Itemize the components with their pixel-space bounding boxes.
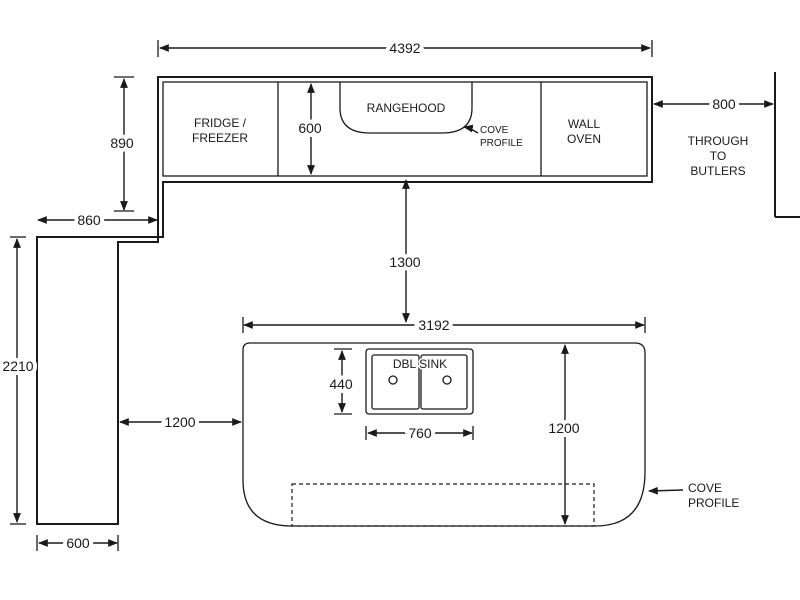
dim-cabinet-height: 600 — [298, 120, 322, 136]
dim-island-depth: 1200 — [548, 420, 579, 436]
cove-leader-rangehood — [463, 124, 479, 134]
sink-outer — [365, 348, 474, 415]
label-wall-oven-line2: OVEN — [567, 132, 601, 146]
dim-island-width: 3192 — [418, 317, 449, 333]
note-through-line3: BUTLERS — [690, 164, 745, 178]
sink-bowl-right — [420, 354, 468, 410]
island-overhang-dashed — [291, 483, 595, 527]
dim-passage: 800 — [712, 96, 736, 112]
dim-side-run-depth: 600 — [66, 535, 90, 551]
label-fridge-line2: FREEZER — [192, 131, 248, 145]
dim-return-width: 860 — [77, 212, 101, 228]
dim-side-run-length: 2210 — [2, 358, 33, 374]
label-wall-oven-line1: WALL — [568, 117, 601, 131]
note-cove-rangehood-line1: COVE — [480, 125, 509, 136]
sink-bowl-left — [371, 354, 420, 410]
label-rangehood: RANGEHOOD — [367, 101, 446, 115]
note-cove-island-line1: COVE — [688, 481, 722, 495]
dim-side-aisle: 1200 — [164, 414, 195, 430]
label-fridge-line1: FRIDGE / — [194, 116, 247, 130]
upper-cabinet-frame — [162, 81, 648, 177]
back-wall-outline — [36, 76, 653, 525]
cove-leader-island — [648, 486, 684, 495]
note-cove-island-line2: PROFILE — [688, 496, 739, 510]
dim-overall-width: 4392 — [389, 40, 420, 56]
note-through-line1: THROUGH — [688, 134, 749, 148]
label-dbl-sink: DBL SINK — [393, 357, 447, 371]
sink-drain-right — [442, 375, 452, 385]
dim-sink-width: 760 — [408, 425, 432, 441]
island-outline — [242, 342, 646, 527]
note-cove-rangehood-line2: PROFILE — [480, 138, 523, 149]
dim-aisle-gap: 1300 — [389, 254, 420, 270]
rangehood-outline — [339, 82, 473, 134]
dim-sink-depth: 440 — [329, 376, 353, 392]
sink-drain-left — [388, 375, 398, 385]
note-through-line2: TO — [710, 149, 726, 163]
dim-wall-depth: 890 — [110, 135, 134, 151]
